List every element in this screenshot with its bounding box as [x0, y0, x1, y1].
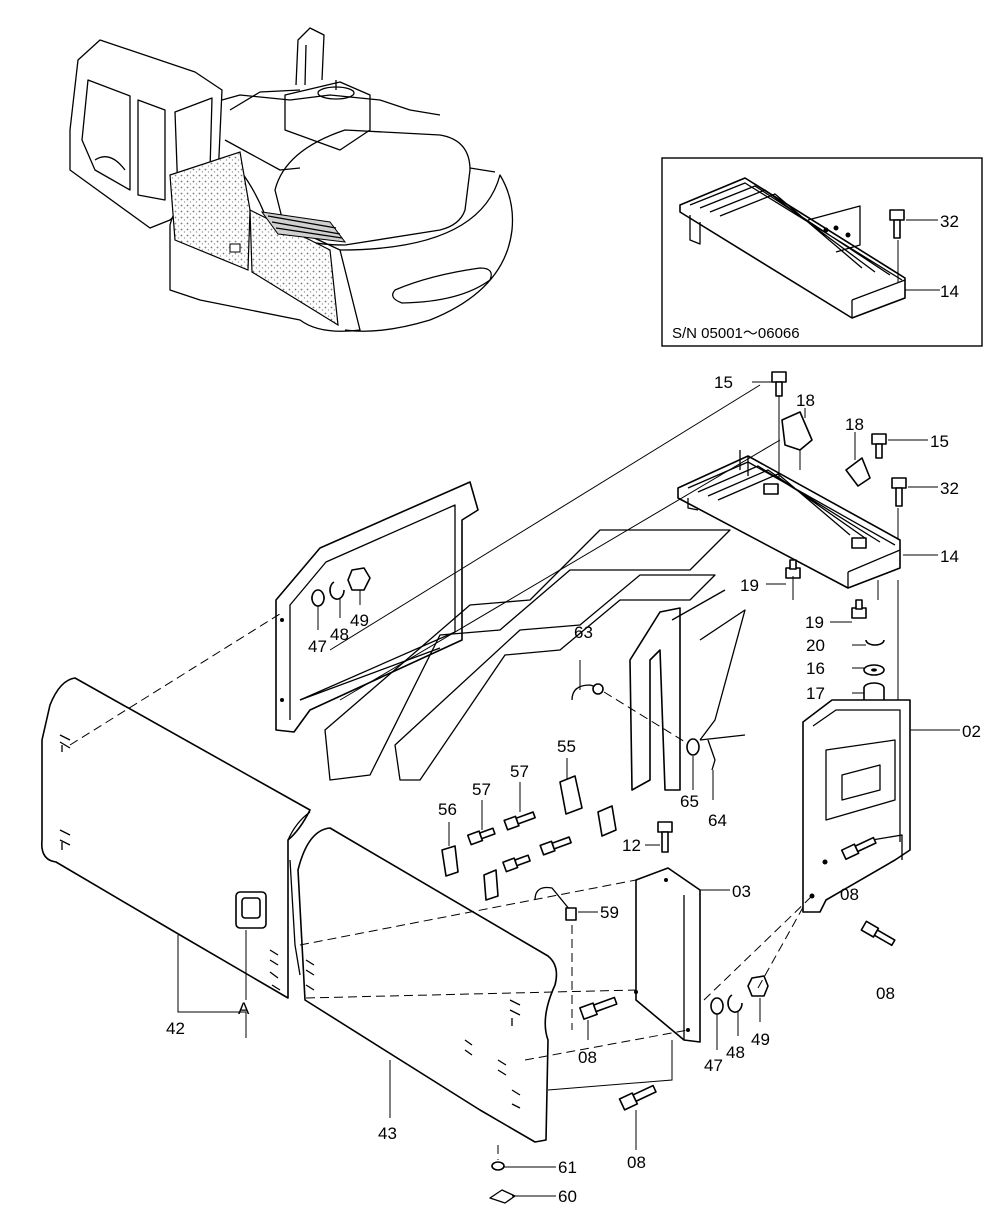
label-18-left: 18	[796, 391, 815, 410]
label-49-lower: 49	[751, 1030, 770, 1049]
label-64: 64	[708, 811, 727, 830]
label-59: 59	[600, 903, 619, 922]
label-02: 02	[962, 722, 981, 741]
label-65: 65	[680, 792, 699, 811]
label-43: 43	[378, 1124, 397, 1143]
bracket-02: 02 08 08	[802, 699, 981, 1003]
label-48-lower: 48	[726, 1043, 745, 1062]
label-47-upper: 47	[308, 637, 327, 656]
label-16: 16	[806, 659, 825, 678]
label-03: 03	[732, 882, 751, 901]
label-08-lower-right: 08	[876, 984, 895, 1003]
direction-arrows	[324, 529, 731, 781]
label-57-right: 57	[510, 762, 529, 781]
dashed-connectors	[69, 611, 813, 1061]
serial-range-caption: S/N 05001～06066	[672, 325, 800, 342]
label-48-upper: 48	[330, 625, 349, 644]
label-19-left: 19	[740, 576, 759, 595]
label-15-top: 15	[714, 373, 733, 392]
step-assembly: 15 18 18 15 32 14 19 19 20 16 17	[677, 371, 959, 706]
label-32-main: 32	[940, 479, 959, 498]
label-56: 56	[438, 800, 457, 819]
label-55: 55	[557, 737, 576, 756]
label-63: 63	[574, 623, 593, 642]
label-17: 17	[806, 684, 825, 703]
excavator-overview	[69, 27, 514, 332]
label-57-left: 57	[472, 780, 491, 799]
label-12: 12	[622, 836, 641, 855]
label-42: 42	[166, 1019, 185, 1038]
label-49-upper: 49	[350, 611, 369, 630]
center-bracket-group: 63 65 64 55 57	[438, 589, 746, 1030]
label-15-right: 15	[930, 432, 949, 451]
door-42: 42 A	[40, 677, 311, 1038]
label-19-right: 19	[805, 613, 824, 632]
label-14-main: 14	[940, 547, 959, 566]
door-43: 43 61 60	[289, 827, 577, 1206]
label-14-inset: 14	[940, 282, 959, 301]
label-60: 60	[558, 1187, 577, 1206]
label-18-right: 18	[845, 415, 864, 434]
label-08-upper-right: 08	[840, 885, 859, 904]
plate-03: 03 12 47 48 49 08 08	[547, 821, 770, 1172]
label-61: 61	[558, 1158, 577, 1177]
label-32-inset: 32	[940, 212, 959, 231]
label-47-lower: 47	[704, 1056, 723, 1075]
view-a-label: A	[238, 999, 250, 1018]
label-08-bottom: 08	[627, 1153, 646, 1172]
label-08-middle: 08	[578, 1048, 597, 1067]
door-frame: 47 48 49	[275, 481, 479, 733]
inset-box: 32 14 S/N 05001～06066	[661, 157, 983, 347]
label-20: 20	[806, 636, 825, 655]
